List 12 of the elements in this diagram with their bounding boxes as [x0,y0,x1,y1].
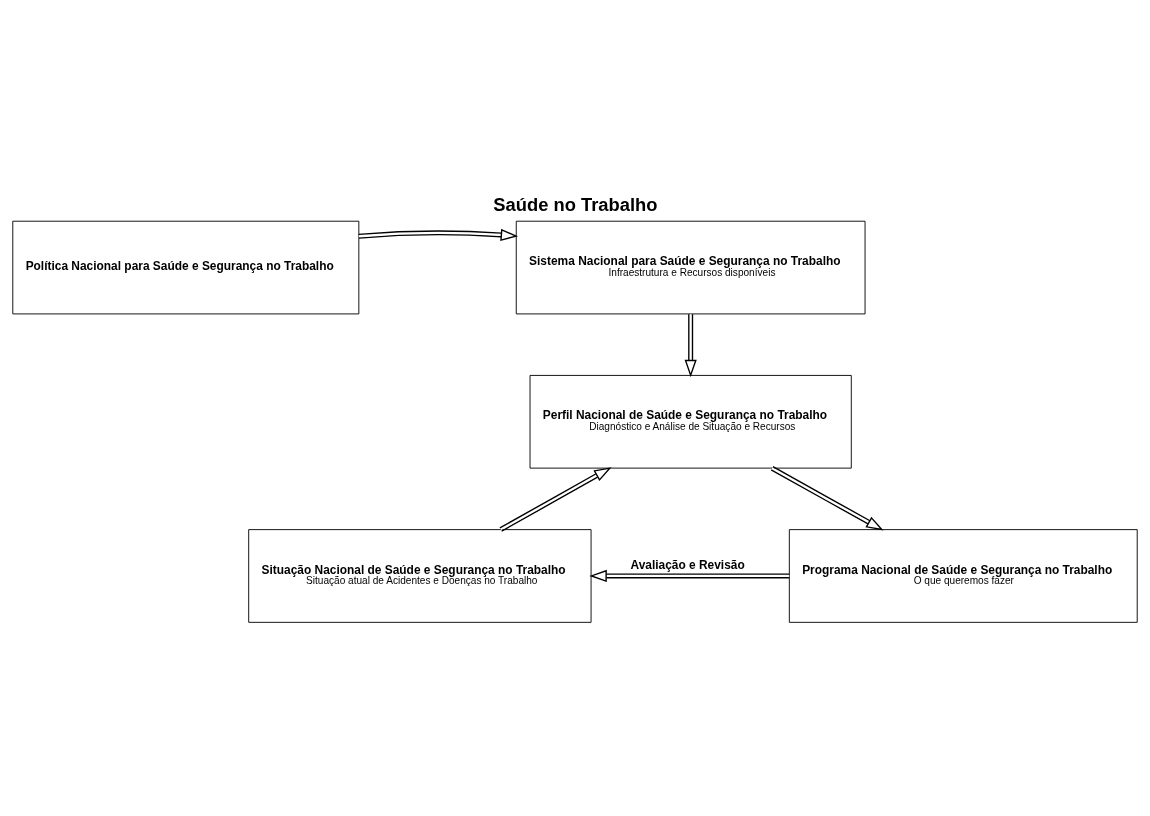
edge-label: Avaliação e Revisão [630,558,745,572]
diagram-title: Saúde no Trabalho [493,194,658,216]
arrow [358,228,519,241]
node-box: Situação Nacional de Saúde e Segurança no Trabalho Situação atual de Acidentes e Doenças no Trabalho [248,529,592,623]
arrow [684,313,697,378]
node-box: Sistema Nacional para Saúde e Segurança no Trabalho Infraestrutura e Recursos disponíveis [515,220,866,315]
arrow [589,569,790,583]
arrow [499,467,612,532]
arrow [770,465,884,531]
node-box: Programa Nacional de Saúde e Segurança no Trabalho O que queremos fazer [788,529,1138,623]
node-box: Política Nacional para Saúde e Segurança no Trabalho [12,220,360,315]
node-box: Perfil Nacional de Saúde e Segurança no Trabalho Diagnóstico e Análise de Situação e Recursos [529,374,852,469]
